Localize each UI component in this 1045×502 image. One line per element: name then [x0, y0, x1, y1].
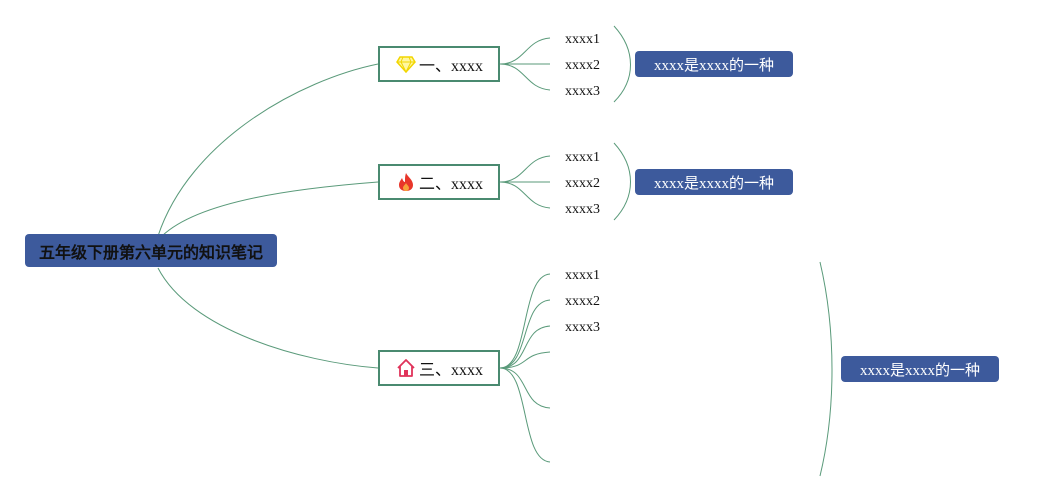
leaf-b3-2[interactable]: xxxx2 [565, 294, 600, 309]
summary-node-3[interactable]: xxxx是xxxx的一种 [841, 356, 999, 382]
branch-label-2: 二、xxxx [418, 176, 483, 193]
leaf-b1-1[interactable]: xxxx1 [565, 32, 600, 47]
root-label: 五年级下册第六单元的知识笔记 [38, 242, 263, 262]
connector-b3-leaf5 [499, 367, 551, 409]
connector-root-branch3 [157, 267, 379, 369]
branch-node-1[interactable]: 一、xxxx [378, 46, 500, 82]
leaf-b3-1[interactable]: xxxx1 [565, 268, 600, 283]
connector-b3-leaf2 [499, 299, 551, 369]
fire-icon [395, 172, 417, 192]
leaf-b2-3[interactable]: xxxx3 [565, 202, 600, 217]
connector-b3-leaf3 [499, 325, 551, 369]
leaf-b1-2[interactable]: xxxx2 [565, 58, 600, 73]
connector-b2-leaf1 [499, 155, 551, 183]
leaf-b2-2[interactable]: xxxx2 [565, 176, 600, 191]
home-icon [395, 358, 417, 378]
summary-label-1: xxxx是xxxx的一种 [653, 57, 774, 74]
connector-root-branch2 [161, 181, 379, 237]
summary-brace-3 [819, 261, 833, 477]
connector-b3-leaf1 [499, 273, 551, 369]
leaf-b2-1[interactable]: xxxx1 [565, 150, 600, 165]
branch-label-1: 一、xxxx [418, 58, 483, 75]
branch-node-2[interactable]: 二、xxxx [378, 164, 500, 200]
branch-node-3[interactable]: 三、xxxx [378, 350, 500, 386]
connector-root-branch1 [157, 63, 379, 237]
root-node[interactable]: 五年级下册第六单元的知识笔记 [25, 234, 277, 267]
connector-b3-leaf6 [499, 367, 551, 463]
summary-brace-2 [613, 142, 631, 221]
summary-brace-1 [613, 25, 631, 103]
connector-b1-leaf3 [499, 63, 551, 91]
branch-label-3: 三、xxxx [418, 362, 483, 379]
connector-b1-leaf1 [499, 37, 551, 65]
diamond-icon [395, 54, 417, 74]
summary-label-3: xxxx是xxxx的一种 [859, 362, 980, 379]
connector-b3-leaf4 [499, 351, 551, 369]
connector-b2-leaf3 [499, 181, 551, 209]
summary-label-2: xxxx是xxxx的一种 [653, 175, 774, 192]
summary-node-2[interactable]: xxxx是xxxx的一种 [635, 169, 793, 195]
leaf-b3-3[interactable]: xxxx3 [565, 320, 600, 335]
leaf-b1-3[interactable]: xxxx3 [565, 84, 600, 99]
summary-node-1[interactable]: xxxx是xxxx的一种 [635, 51, 793, 77]
